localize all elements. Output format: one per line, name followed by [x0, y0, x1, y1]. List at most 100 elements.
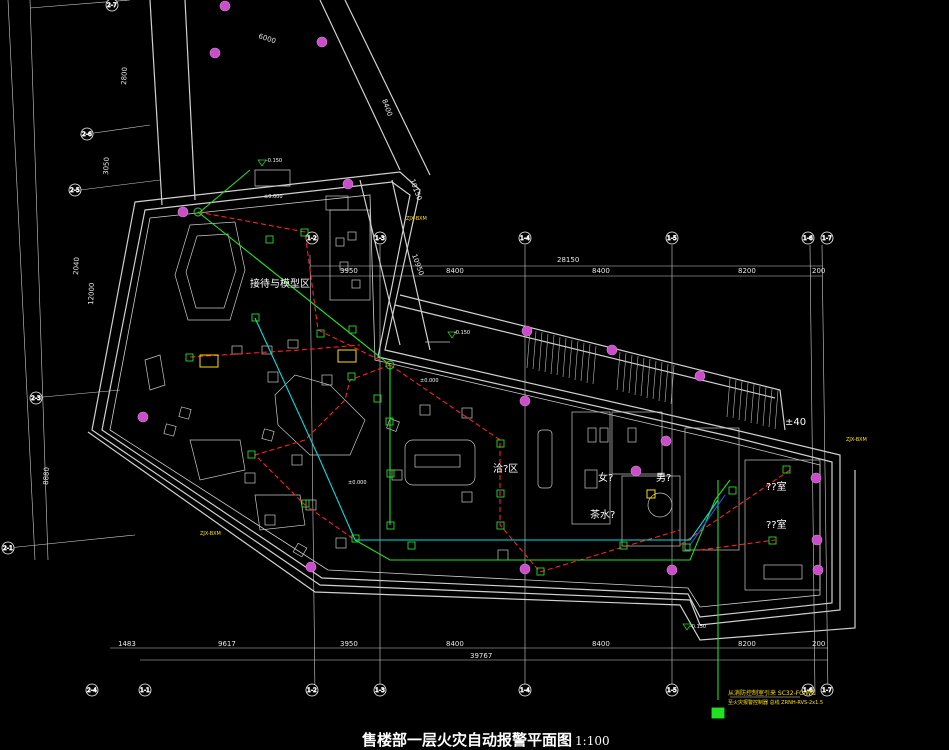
module-icon [247, 450, 256, 459]
dim-top-seg: 3950 [340, 267, 358, 275]
drawing-scale: 1:100 [575, 734, 610, 748]
stair-level-label: ±40 [785, 417, 806, 428]
module-icon [536, 567, 545, 576]
panel-tag: ZJX-BXM [200, 531, 221, 537]
grid-bubble: 2-7 [105, 0, 119, 12]
smoke-detector-icon [219, 0, 231, 12]
svg-text:2-4: 2-4 [87, 687, 97, 694]
dim-left-seg: 2040 [72, 257, 81, 275]
elevation-label: -0.150 [690, 624, 706, 630]
alarm-bus-green [197, 169, 731, 700]
smoke-detector-icon [812, 564, 824, 576]
elevation-label: -0.150 [454, 330, 470, 336]
module-icon [496, 521, 505, 530]
module-icon [265, 235, 274, 244]
svg-text:2-6: 2-6 [82, 131, 92, 138]
grid-bubble: 1-6 [801, 683, 815, 697]
smoke-detector-icon [810, 472, 822, 484]
grid-bubble: 2-6 [80, 127, 94, 141]
grid-bubble: 1-5 [665, 683, 679, 697]
room-label: 茶水? [590, 508, 615, 521]
svg-text:1-3: 1-3 [375, 235, 385, 242]
cable-note: 至火灾报警控制器 总线 ZRNH-RVS-2x1.5 [728, 699, 823, 706]
smoke-detector-icon [209, 47, 221, 59]
grid-bubble: 1-1 [138, 683, 152, 697]
room-label: ??室 [766, 480, 787, 493]
dim-left-seg: 12000 [87, 282, 96, 305]
control-panel-icon [711, 707, 725, 719]
dim-top-seg: 8200 [738, 267, 756, 275]
dim-left-seg: 3050 [102, 157, 111, 175]
module-icon [251, 313, 260, 322]
module-icon [373, 394, 382, 403]
grid-bubble: 1-3 [373, 231, 387, 245]
room-label: 女? [598, 471, 613, 484]
room-label: 接待与模型区 [250, 277, 310, 290]
chairs [163, 231, 509, 561]
grid-bubble: 1-4 [518, 683, 532, 697]
panel-tag: ZJX-BXM [406, 216, 427, 222]
svg-text:1-7: 1-7 [822, 235, 832, 242]
smoke-detector-icon [666, 564, 678, 576]
svg-text:1-1: 1-1 [140, 687, 150, 694]
dim-bottom-seg: 200 [812, 640, 825, 648]
grid-bubble: 2-4 [85, 683, 99, 697]
svg-text:2-3: 2-3 [31, 395, 41, 402]
junction-icon [385, 360, 395, 370]
grid-bubble: 2-1 [1, 541, 15, 555]
alarm-modules [185, 207, 791, 719]
svg-text:2-5: 2-5 [70, 187, 80, 194]
broadcast-icon [337, 349, 357, 363]
yellow-devices [199, 349, 656, 499]
manual-alarm-icon [193, 207, 203, 217]
smoke-detector-icon [519, 395, 531, 407]
dim-misc: 8400 [380, 98, 394, 117]
svg-text:1-7: 1-7 [822, 687, 832, 694]
smoke-detector-icon [137, 411, 149, 423]
dim-left-seg: 8880 [42, 467, 51, 485]
room-label: ??室 [766, 518, 787, 531]
grid-bubble: 2-3 [29, 391, 43, 405]
cable-annotation: 从消防控制室引来 SC32-FC-WC 至火灾报警控制器 总线 ZRNH-RVS… [200, 216, 867, 706]
smoke-detector-icon [694, 370, 706, 382]
module-icon [385, 417, 394, 426]
smoke-detector-icon [521, 325, 533, 337]
room-labels: 接待与模型区 洽?区 男? 女? 茶水? ??室 ??室 ±40 [250, 277, 806, 531]
dim-top-seg: 8400 [592, 267, 610, 275]
grid-bubble: 1-2 [305, 683, 319, 697]
smoke-detector-icon [305, 561, 317, 573]
smoke-detector-icon [811, 534, 823, 546]
dim-bottom-seg: 9617 [218, 640, 236, 648]
grid-bubble: 1-3 [373, 683, 387, 697]
dim-misc: 10150 [408, 178, 423, 202]
drawing-title-text: 售楼部一层火灾自动报警平面图 [362, 731, 573, 749]
svg-text:1-5: 1-5 [667, 687, 677, 694]
module-icon [407, 541, 416, 550]
module-icon [782, 465, 791, 474]
module-icon [496, 439, 505, 448]
grid-bubble: 2-5 [68, 183, 82, 197]
module-icon [316, 329, 325, 338]
stair-treads [526, 329, 779, 430]
svg-text:1-2: 1-2 [307, 235, 317, 242]
module-icon [496, 489, 505, 498]
smoke-detector-icon [316, 36, 328, 48]
alarm-bus-blue [689, 494, 726, 546]
grid-bubble: 1-6 [801, 231, 815, 245]
dim-misc: 6000 [257, 32, 276, 45]
module-icon [768, 536, 777, 545]
dim-bottom-seg: 8400 [592, 640, 610, 648]
svg-text:2-7: 2-7 [107, 2, 117, 9]
module-icon [386, 521, 395, 530]
room-label: 洽?区 [493, 462, 518, 475]
module-icon [619, 541, 628, 550]
smoke-detector-icon [630, 465, 642, 477]
alarm-bus-cyan [254, 317, 719, 541]
svg-text:1-2: 1-2 [307, 687, 317, 694]
module-icon [300, 228, 309, 237]
smoke-detector-icon [177, 206, 189, 218]
grid-bubble: 1-5 [665, 231, 679, 245]
elevation-label: ±0.000 [420, 378, 439, 384]
dim-left-seg: 2800 [120, 67, 129, 85]
